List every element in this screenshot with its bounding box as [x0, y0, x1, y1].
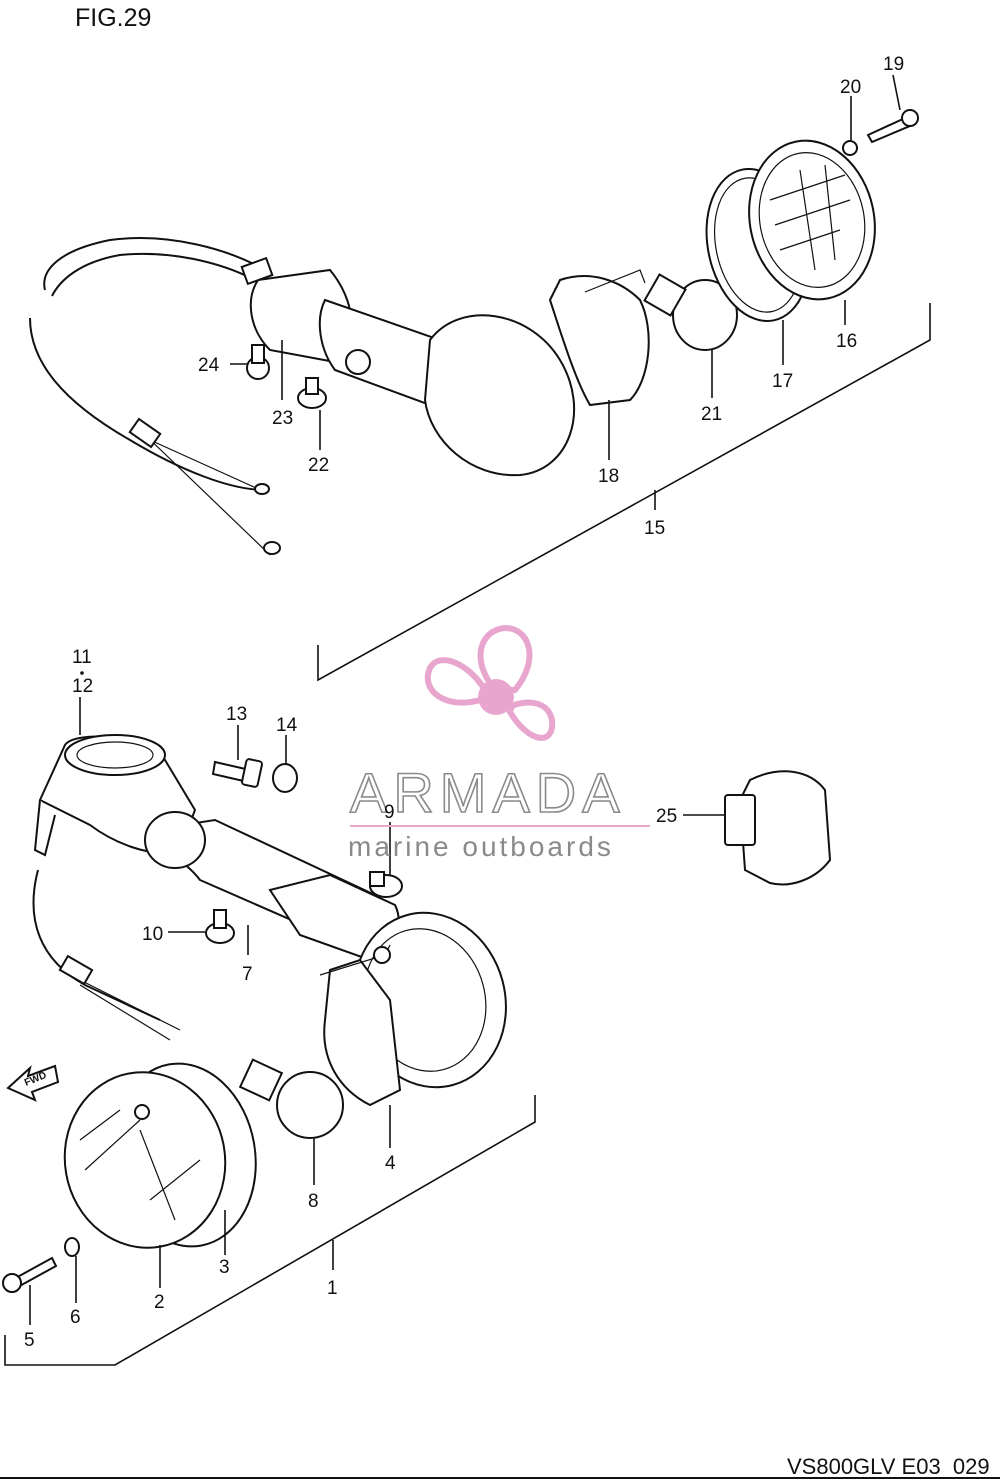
callout-20: 20 — [840, 77, 861, 98]
upper-bolt-22-shank — [305, 377, 319, 395]
callout-21: 21 — [701, 404, 722, 425]
lower-housing-socket — [323, 958, 402, 1107]
lower-bulb — [276, 1071, 344, 1139]
callout-15: 15 — [644, 518, 665, 539]
callout-8: 8 — [308, 1191, 319, 1212]
lower-clamp-tab — [33, 799, 56, 857]
upper-wire-terminal-a — [263, 541, 281, 555]
lower-wire-leads — [69, 974, 181, 1041]
lower-assembly-bracket — [4, 1095, 536, 1366]
lower-lens-washer — [64, 1237, 80, 1257]
lower-housing-boss — [373, 946, 391, 964]
fwd-arrow-shape — [6, 1064, 60, 1102]
upper-wire-terminal-b — [254, 483, 270, 495]
lower-clamp-nut — [272, 763, 298, 793]
callout-16: 16 — [836, 331, 857, 352]
callout-10: 10 — [142, 924, 163, 945]
callout-2: 2 — [154, 1292, 165, 1313]
propeller-blade-right — [506, 699, 556, 741]
callout-11-12-dot — [80, 671, 84, 675]
lower-wire-sleeve — [58, 954, 94, 986]
upper-lens-ring — [758, 152, 866, 288]
lower-leader-lines — [29, 697, 725, 1325]
relay-unit — [724, 770, 832, 886]
callout-3: 3 — [219, 1257, 230, 1278]
propeller-blade-left — [425, 657, 489, 706]
upper-socket-clip — [584, 269, 646, 293]
upper-wire-lead-a — [139, 429, 271, 556]
upper-lens-texture — [769, 164, 851, 271]
lower-lens-screw-hole — [134, 1104, 150, 1120]
armada-watermark: ARMADA marine outboards — [348, 624, 650, 862]
lower-lens-texture — [79, 1109, 201, 1221]
relay-connector — [724, 794, 756, 846]
propeller-icon — [425, 624, 556, 741]
figure-label: FIG.29 — [75, 4, 151, 32]
lower-clamp-ring-inner — [76, 741, 154, 769]
callout-1: 1 — [327, 1278, 338, 1299]
lower-wire — [32, 869, 161, 1021]
forward-arrow-icon: FWD — [6, 1064, 60, 1102]
callout-5: 5 — [24, 1330, 35, 1351]
upper-wire-sleeve — [128, 417, 162, 449]
upper-lens-washer — [842, 140, 858, 156]
lower-clamp-ring — [64, 734, 166, 776]
callout-17: 17 — [772, 371, 793, 392]
callout-9: 9 — [384, 802, 395, 823]
upper-stalk-bolt-hole — [345, 349, 371, 375]
callout-25: 25 — [656, 806, 677, 827]
lower-lens-screw-head — [2, 1273, 22, 1293]
relay-body — [738, 770, 832, 886]
callout-12: 12 — [72, 676, 93, 697]
callout-19: 19 — [883, 54, 904, 75]
upper-wire-lower — [29, 317, 266, 491]
upper-wire-lead-b — [149, 439, 266, 493]
upper-bulb — [672, 279, 738, 351]
upper-housing-shell — [423, 314, 575, 477]
callout-24: 24 — [198, 355, 220, 376]
upper-bolt-24-shank — [251, 344, 265, 364]
upper-wire-loop-inner — [51, 252, 256, 297]
callout-7: 7 — [242, 964, 253, 985]
callout-14: 14 — [276, 715, 298, 736]
callout-labels: 19 20 16 17 21 18 15 24 23 22 11 12 13 1… — [24, 54, 904, 1351]
callout-11: 11 — [72, 647, 92, 668]
upper-bulb-socket — [548, 275, 650, 407]
lower-stalk-end — [144, 811, 206, 869]
upper-stalk-grommet — [240, 256, 274, 286]
lower-bolt-9-shank — [369, 871, 385, 887]
drawing-code: VS800GLV E03_029 — [787, 1454, 990, 1479]
callout-4: 4 — [385, 1153, 396, 1174]
upper-lens — [748, 139, 876, 301]
watermark-subtitle: marine outboards — [348, 831, 614, 862]
lower-turn-signal-assembly — [2, 734, 536, 1366]
propeller-hub — [478, 679, 514, 715]
lower-bulb-base — [238, 1058, 284, 1102]
callout-13: 13 — [226, 704, 247, 725]
watermark-title: ARMADA — [350, 761, 626, 824]
callout-22: 22 — [308, 455, 329, 476]
callout-23: 23 — [272, 408, 293, 429]
callout-18: 18 — [598, 466, 619, 487]
upper-bulb-base — [643, 273, 687, 317]
lower-clamp-bolt-head — [241, 758, 263, 788]
callout-6: 6 — [70, 1307, 81, 1328]
upper-turn-signal-assembly — [29, 109, 931, 682]
upper-lens-screw-head — [901, 109, 919, 127]
propeller-blade-top — [477, 624, 533, 693]
upper-assembly-bracket — [317, 303, 931, 682]
upper-leader-lines — [230, 74, 901, 460]
lower-bolt-10-shank — [213, 909, 227, 929]
